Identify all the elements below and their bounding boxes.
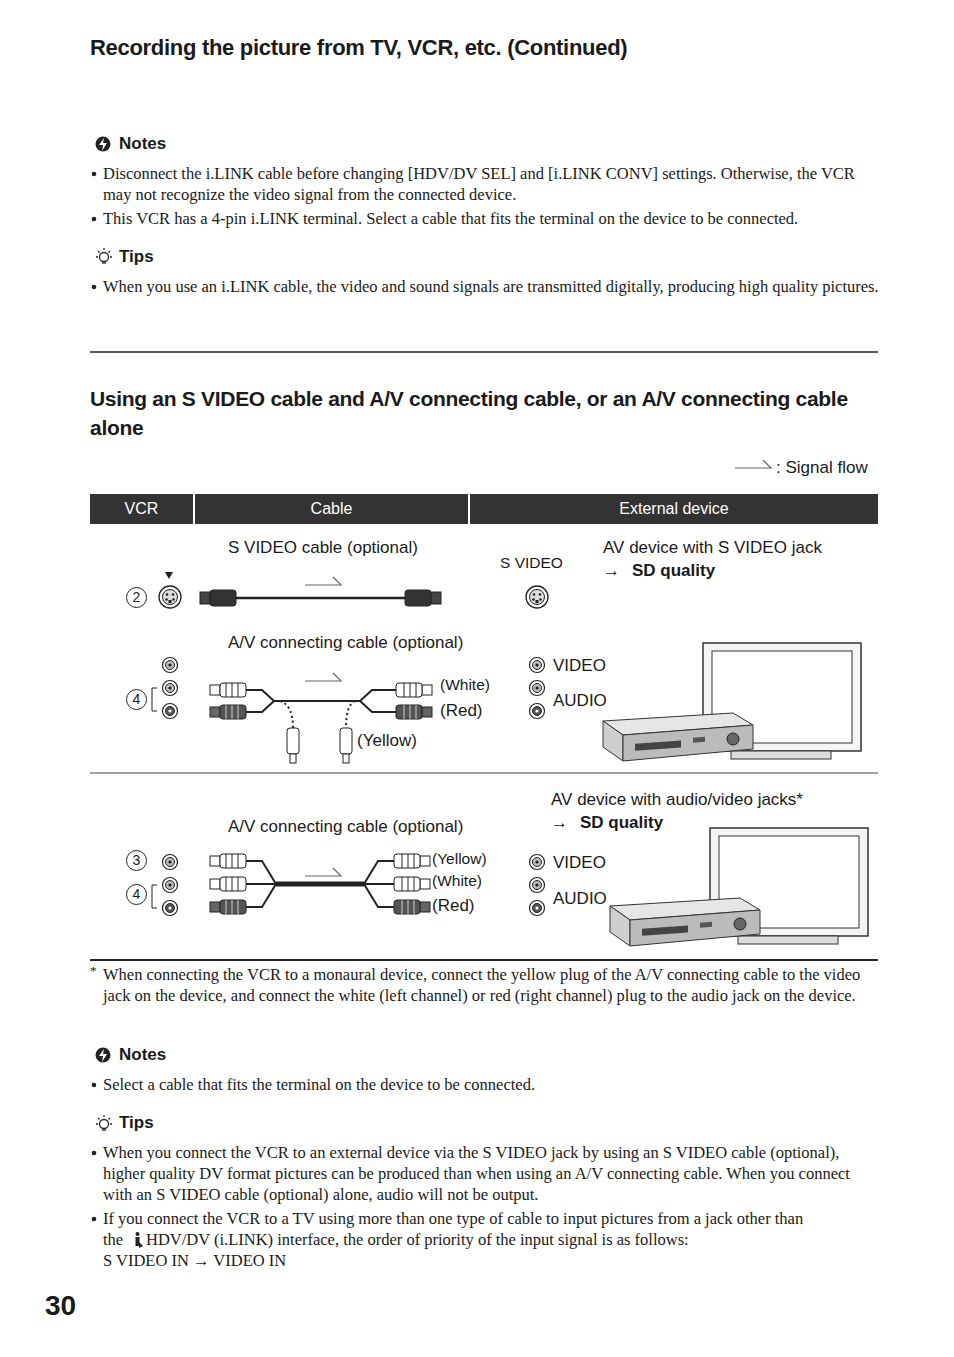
- plug-color: (White): [440, 675, 490, 695]
- tip-text: When you use an i.LINK cable, the video …: [103, 276, 881, 297]
- header-text: VCR: [125, 500, 159, 518]
- tip-text: S VIDEO IN → VIDEO IN: [103, 1250, 286, 1271]
- rule: [90, 351, 878, 352]
- notes-icon: [96, 1048, 111, 1063]
- tips-heading: Tips: [119, 247, 154, 267]
- jack-label: AUDIO: [553, 888, 607, 909]
- tip-text: the: [103, 1229, 123, 1250]
- running-header: Recording the picture from TV, VCR, etc.…: [90, 34, 627, 62]
- bracket: [152, 688, 157, 711]
- table-header-cell: Cable: [195, 494, 468, 524]
- device-label: AV device with S VIDEO jack: [603, 537, 822, 558]
- av-cable: [210, 683, 432, 763]
- callout-number: 4: [126, 689, 147, 710]
- jack-label: S VIDEO: [500, 553, 563, 573]
- footnote-mark: *: [90, 964, 97, 978]
- arrow-symbol: →: [603, 560, 620, 581]
- note-text: Select a cable that fits the terminal on…: [103, 1074, 881, 1095]
- tips-heading: Tips: [119, 1113, 154, 1133]
- av-cable: [210, 854, 430, 914]
- notes-heading: Notes: [119, 1045, 166, 1065]
- table-header-cell: External device: [470, 494, 878, 524]
- bracket: [152, 885, 157, 908]
- plug-color: (Red): [440, 700, 483, 721]
- tips-icon: [96, 1115, 112, 1130]
- cable-label: A/V connecting cable (optional): [228, 632, 463, 653]
- tip-text: When you connect the VCR to an external …: [103, 1142, 881, 1205]
- jack-label: VIDEO: [553, 655, 606, 676]
- note-text: Disconnect the i.LINK cable before chang…: [103, 163, 881, 205]
- callout-number: 3: [126, 850, 147, 871]
- table-header-cell: VCR: [90, 494, 193, 524]
- tip-text: If you connect the VCR to a TV using mor…: [103, 1208, 803, 1229]
- mark: [165, 572, 173, 579]
- page-number: 30: [45, 1290, 76, 1322]
- callout-number: 4: [126, 884, 147, 905]
- notes-heading: Notes: [119, 134, 166, 154]
- tip-text: HDV/DV (i.LINK) interface, the order of …: [146, 1229, 689, 1250]
- quality-label: SD quality: [580, 812, 663, 833]
- cable-label: S VIDEO cable (optional): [228, 537, 418, 558]
- header-text: Cable: [311, 500, 353, 518]
- note-text: This VCR has a 4-pin i.LINK terminal. Se…: [103, 208, 893, 229]
- plug-color: (Red): [432, 895, 475, 916]
- quality-label: SD quality: [632, 560, 715, 581]
- rule: [90, 959, 878, 961]
- ilink-icon: [133, 1231, 143, 1248]
- footnote-text: When connecting the VCR to a monaural de…: [103, 964, 881, 1006]
- s-video-cable: [200, 590, 441, 606]
- notes-icon: [96, 137, 111, 152]
- section-heading: Using an S VIDEO cable and A/V connectin…: [90, 384, 880, 442]
- cable-label: A/V connecting cable (optional): [228, 816, 463, 837]
- callout-number: 2: [126, 587, 147, 608]
- legend-text: : Signal flow: [776, 457, 868, 478]
- plug-color: (White): [432, 871, 482, 891]
- plug-color: (Yellow): [357, 730, 417, 751]
- tips-icon: [96, 248, 112, 263]
- rule: [90, 773, 878, 774]
- bullets: [92, 172, 97, 1222]
- arrow-symbol: →: [551, 812, 568, 833]
- header-text: External device: [619, 500, 728, 518]
- device-label: AV device with audio/video jacks*: [551, 789, 803, 810]
- jack-label: AUDIO: [553, 690, 607, 711]
- plug-color: (Yellow): [432, 849, 487, 869]
- jack-label: VIDEO: [553, 852, 606, 873]
